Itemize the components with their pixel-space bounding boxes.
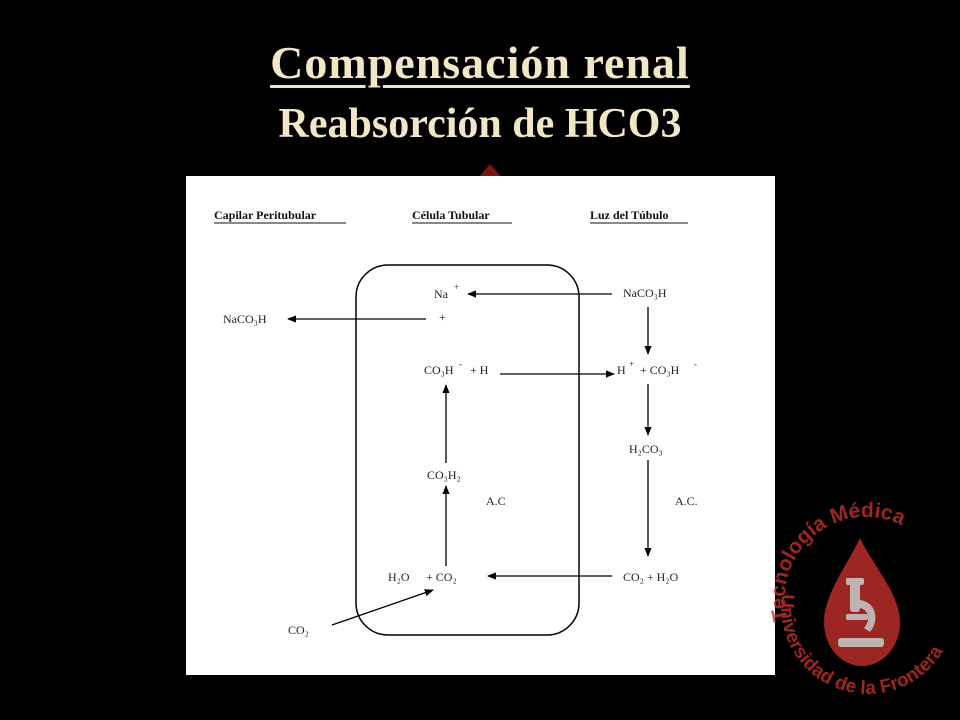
capillary-sodium-bicarbonate-label: NaCO₃H	[223, 312, 267, 326]
cell-plus-h-label: + H	[470, 363, 489, 377]
slide-title: Compensación renal	[270, 37, 690, 88]
header-cell: Célula Tubular	[412, 208, 490, 222]
lumen-plus-bicarbonate-label: + CO₃H	[640, 363, 680, 377]
microscope-icon	[838, 578, 884, 647]
lumen-sodium-bicarbonate-label: NaCO₃H	[623, 286, 667, 300]
lumen-carbonic-acid-label: H₂CO₃	[629, 442, 663, 456]
cell-carbonic-acid-label: CO₃H₂	[427, 468, 461, 482]
slide-subtitle: Reabsorción de HCO3	[278, 101, 682, 147]
bicarbonate-reabsorption-figure: Capilar Peritubular Célula Tubular Luz d…	[186, 176, 775, 675]
cell-na-charge: +	[454, 282, 459, 292]
cell-enzyme-label: A.C	[486, 494, 506, 508]
lumen-h-charge: +	[629, 359, 634, 369]
header-capillary: Capilar Peritubular	[214, 208, 317, 222]
university-watermark: Tecnología Médica Universidad de la Fron…	[768, 502, 948, 699]
cell-bicarbonate-label: CO₃H	[424, 363, 454, 377]
lumen-h-label: H	[617, 363, 626, 377]
capillary-co2-label: CO₂	[288, 623, 309, 637]
cell-plus-co2-label: + CO₂	[426, 570, 457, 584]
lumen-products-label: CO₂ + H₂O	[623, 570, 678, 584]
arrow-capillary-co2	[331, 589, 434, 626]
lumen-enzyme-label: A.C.	[675, 494, 698, 508]
red-diamond-icon	[478, 164, 502, 178]
lumen-bicarbonate-charge: -	[694, 359, 697, 369]
cell-water-label: H₂O	[388, 570, 410, 584]
header-lumen: Luz del Túbulo	[590, 208, 668, 222]
cell-plus-sign: +	[439, 310, 446, 324]
tubular-cell-outline	[355, 264, 580, 636]
cell-bicarbonate-charge: -	[459, 359, 462, 369]
cell-na-label: Na	[434, 287, 449, 301]
reabsorption-diagram: Capilar Peritubular Célula Tubular Luz d…	[214, 208, 698, 637]
